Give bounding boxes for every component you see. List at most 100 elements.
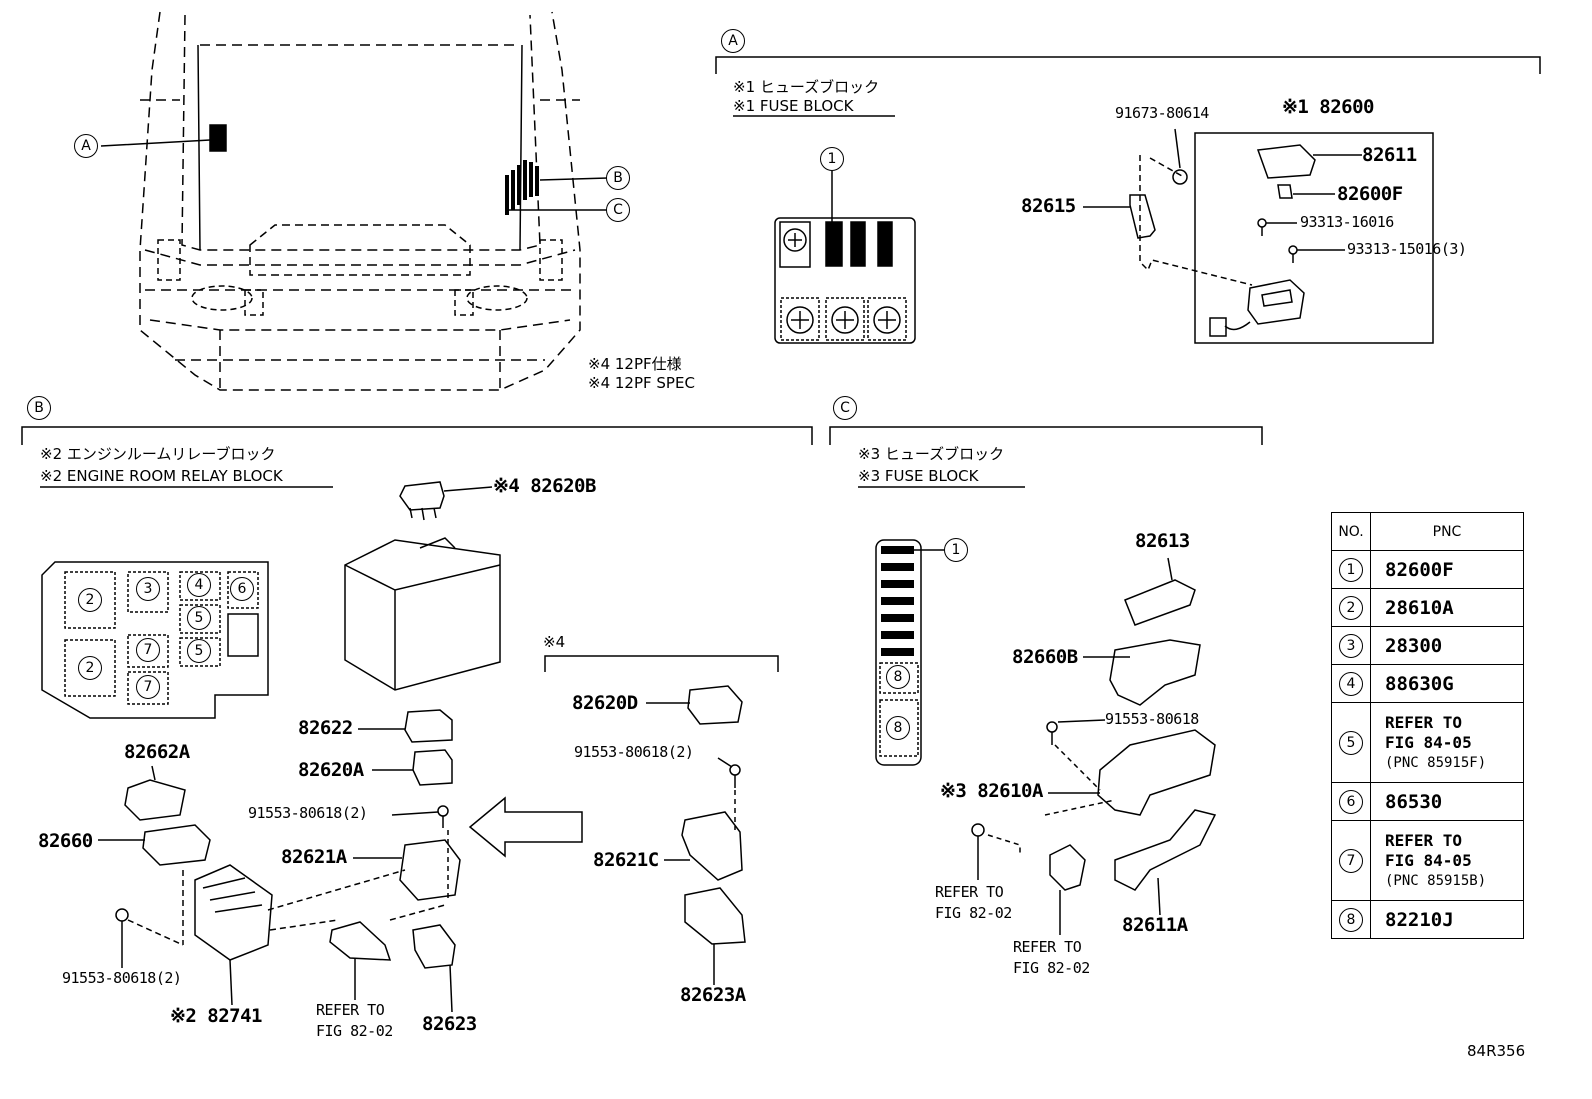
part-label: 93313-15016(3) xyxy=(1347,240,1467,258)
relay-box-82610a xyxy=(1097,729,1216,816)
table-row: 5 REFER TO FIG 84-05 (PNC 85915F) xyxy=(1331,702,1524,783)
row-number: 3 xyxy=(1339,633,1363,658)
callout-c-vehicle: C xyxy=(606,198,630,222)
relay-82620d xyxy=(687,685,743,725)
relay-slot-number: 2 xyxy=(78,588,102,612)
row-pnc: 82600F xyxy=(1370,550,1524,589)
section-c-letter: C xyxy=(833,396,857,420)
part-label: 82621C xyxy=(593,849,659,871)
relay-slot-number: 5 xyxy=(187,606,211,630)
part-label: 82615 xyxy=(1021,195,1076,217)
part-label: 82622 xyxy=(298,717,353,739)
cover-82662a xyxy=(124,779,186,821)
fuse-block-c-layout xyxy=(875,539,944,766)
spec-marker: ※4 xyxy=(543,633,566,651)
part-label: 91553-80618 xyxy=(1105,710,1199,728)
part-label: 82611A xyxy=(1122,914,1188,936)
battery-drawing xyxy=(344,481,501,691)
refer-note: FIG 82-02 xyxy=(935,904,1012,922)
table-row: 7 REFER TO FIG 84-05 (PNC 85915B) xyxy=(1331,820,1524,901)
section-c-title-jp: ※3 ヒューズブロック xyxy=(858,445,1005,463)
row-pnc-line: REFER TO xyxy=(1385,712,1463,732)
row-pnc: 88630G xyxy=(1370,664,1524,703)
relay-block-layout xyxy=(41,561,269,719)
part-label: 82620A xyxy=(298,759,364,781)
bracket-82611a xyxy=(1114,809,1217,891)
section-b-title-en: ※2 ENGINE ROOM RELAY BLOCK xyxy=(40,467,283,485)
part-label: 82613 xyxy=(1135,530,1190,552)
bracket-82621c xyxy=(681,811,743,881)
pnc-table-header: NO. PNC xyxy=(1331,512,1524,551)
part-label: ※2 82741 xyxy=(170,1005,263,1027)
table-row: 8 82210J xyxy=(1331,900,1524,939)
bracket-82615 xyxy=(1129,194,1156,239)
section-b-title-jp: ※2 エンジンルームリレーブロック xyxy=(40,445,276,463)
part-label: ※3 82610A xyxy=(940,780,1043,802)
part-label: 82623A xyxy=(680,984,746,1006)
vehicle-outline xyxy=(100,11,609,391)
part-label: 82660 xyxy=(38,830,93,852)
callout-a-vehicle: A xyxy=(74,134,98,158)
part-label: 82620D xyxy=(572,692,638,714)
section-c-title-en: ※3 FUSE BLOCK xyxy=(858,467,979,485)
bracket-refer-c xyxy=(1049,844,1086,891)
row-number: 6 xyxy=(1339,789,1363,814)
bracket-82623 xyxy=(412,924,456,969)
relay-slot-number: 5 xyxy=(187,639,211,663)
row-pnc-line: (PNC 85915B) xyxy=(1385,872,1487,889)
figure-code: 84R356 xyxy=(1467,1042,1526,1060)
relay-82741 xyxy=(194,864,273,1006)
callout-b-vehicle: B xyxy=(606,166,630,190)
bracket-82621a xyxy=(399,839,461,901)
pnc-table: NO. PNC 1 82600F 2 28610A 3 28300 4 8863… xyxy=(1331,512,1524,939)
part-label: 82621A xyxy=(281,846,347,868)
row-pnc-line: FIG 84-05 xyxy=(1385,850,1472,870)
fuse-c-callout: 8 xyxy=(886,716,910,740)
row-number: 7 xyxy=(1339,848,1363,873)
row-pnc: 86530 xyxy=(1370,782,1524,821)
part-label: 91673-80614 xyxy=(1115,104,1209,122)
section-b-bracket xyxy=(21,426,813,445)
row-number: 5 xyxy=(1339,730,1363,755)
part-label: 82600F xyxy=(1337,183,1403,205)
fuse-holder-connector xyxy=(1209,279,1305,337)
row-pnc-line: (PNC 85915F) xyxy=(1385,754,1487,771)
row-pnc: 28610A xyxy=(1370,588,1524,627)
section-a-title-en: ※1 FUSE BLOCK xyxy=(733,97,854,115)
row-number: 8 xyxy=(1339,907,1363,932)
relay-slot-number: 7 xyxy=(136,638,160,662)
fuse-cover-icon xyxy=(1256,144,1316,179)
refer-note: REFER TO xyxy=(935,883,1004,901)
header-no: NO. xyxy=(1331,512,1371,551)
table-row: 3 28300 xyxy=(1331,626,1524,665)
bracket-refer-b xyxy=(329,921,392,961)
spec-note-en: ※4 12PF SPEC xyxy=(588,374,695,392)
section-a-title-jp: ※1 ヒューズブロック xyxy=(733,78,880,96)
part-label: 82623 xyxy=(422,1013,477,1035)
relay-slot-number: 2 xyxy=(78,656,102,680)
bracket-82623a xyxy=(684,887,746,945)
part-label: ※1 82600 xyxy=(1282,96,1375,118)
section-c-bracket xyxy=(829,426,1263,445)
cover-82622 xyxy=(404,709,453,743)
spec-note-jp: ※4 12PF仕様 xyxy=(588,355,682,373)
part-label: 91553-80618(2) xyxy=(574,743,694,761)
row-pnc-line: REFER TO xyxy=(1385,830,1463,850)
relay-slot-number: 3 xyxy=(136,577,160,601)
section-b-letter: B xyxy=(27,396,51,420)
fuse-a-callout: 1 xyxy=(820,147,844,171)
fuse-block-a-layout xyxy=(774,171,916,344)
part-label: 82660B xyxy=(1012,646,1078,668)
part-label: 93313-16016 xyxy=(1300,213,1394,231)
part-label: 82611 xyxy=(1362,144,1417,166)
row-number: 1 xyxy=(1339,557,1363,582)
header-pnc: PNC xyxy=(1370,512,1524,551)
fuse-c-callout: 8 xyxy=(886,665,910,689)
fuse-c-callout: 1 xyxy=(944,538,968,562)
part-label: 91553-80618(2) xyxy=(62,969,182,987)
direction-arrow xyxy=(468,796,583,858)
relay-82620a xyxy=(412,749,453,786)
cover-82613 xyxy=(1124,579,1196,626)
section-a-bracket xyxy=(715,56,1541,74)
